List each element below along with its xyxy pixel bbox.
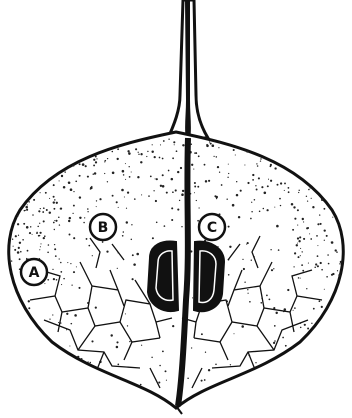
label-c-text: C	[207, 220, 217, 236]
label-a: A	[21, 259, 47, 285]
label-b-text: B	[98, 220, 109, 236]
label-a-text: A	[29, 265, 40, 281]
stalk	[168, 0, 208, 140]
label-c: C	[199, 214, 225, 240]
label-b: B	[90, 214, 116, 240]
